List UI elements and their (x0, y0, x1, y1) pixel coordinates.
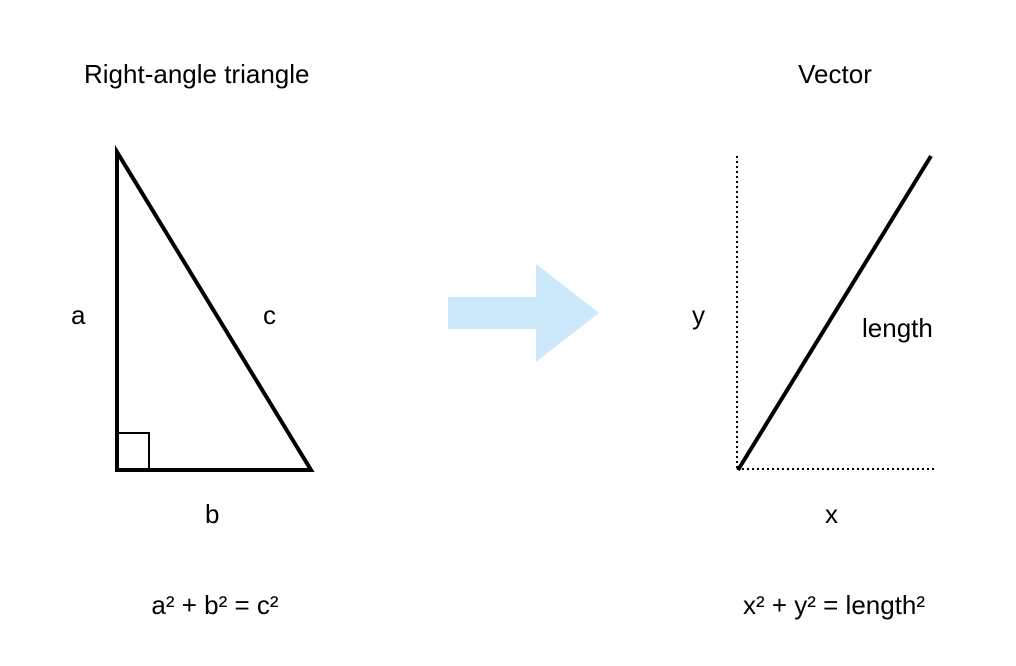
side-c-label: c (263, 300, 276, 330)
pythagoras-formula: a² + b² = c² (151, 590, 279, 620)
right-angle-marker (117, 432, 150, 470)
arrow-right-icon (448, 264, 599, 362)
vector-formula: x² + y² = length² (742, 590, 926, 620)
side-b-label: b (205, 499, 220, 529)
triangle-title: Right-angle triangle (84, 59, 310, 89)
y-label: y (692, 300, 705, 330)
length-label: length (862, 313, 933, 343)
vector-title: Vector (798, 59, 872, 89)
side-a-label: a (71, 300, 86, 330)
x-label: x (825, 499, 838, 529)
vector-line (736, 154, 933, 472)
triangle (115, 144, 315, 472)
